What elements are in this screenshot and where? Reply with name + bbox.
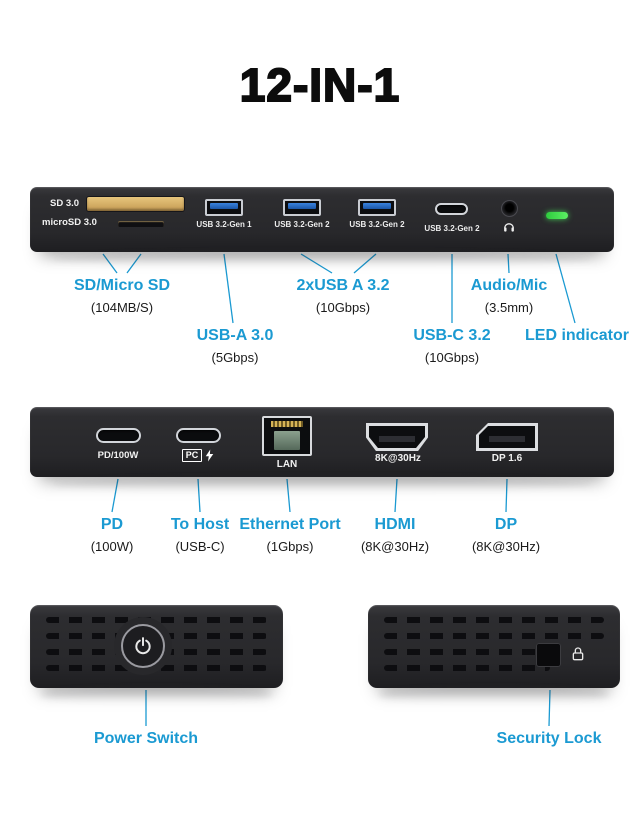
- dock-side-view-lock: [368, 605, 620, 688]
- vent-row: [384, 649, 550, 655]
- hdmi-port: [366, 423, 428, 451]
- callout-title: USB-C 3.2: [413, 327, 491, 344]
- callout-title: PD: [100, 516, 124, 533]
- vent-row: [46, 665, 267, 671]
- rj45-body: [274, 431, 300, 450]
- usb-c-port: [435, 203, 468, 215]
- callout-title: Power Switch: [93, 730, 199, 747]
- audio-jack: [501, 200, 518, 217]
- callout-title: HDMI: [374, 516, 416, 533]
- callout-title: Audio/Mic: [470, 277, 548, 294]
- microsd-slot-label: microSD 3.0: [42, 217, 97, 228]
- leader-line: [555, 253, 576, 324]
- dock-side-view-power: [30, 605, 283, 688]
- sd-slot-label: SD 3.0: [50, 198, 80, 209]
- dock-front-view: PD/100W PC LAN 8K@30Hz DP 1.6: [30, 407, 614, 477]
- displayport-inner: [479, 426, 535, 448]
- hdmi-inner: [369, 426, 425, 448]
- callout-audio-mic: Audio/Mic (3.5mm): [471, 277, 547, 315]
- pc-label: PC: [181, 449, 203, 462]
- rj45-pins: [271, 421, 303, 427]
- displayport-tongue: [489, 436, 525, 442]
- callout-title: SD/Micro SD: [73, 277, 171, 294]
- security-lock-slot: [536, 643, 561, 667]
- usb-a-port-1: [205, 199, 243, 216]
- power-switch-button: [121, 624, 165, 668]
- usb-c-pd-port: [96, 428, 141, 443]
- usb-c-port-label: USB 3.2-Gen 2: [424, 224, 480, 233]
- callout-title: USB-A 3.0: [196, 327, 274, 344]
- callout-sd-micro-sd: SD/Micro SD (104MB/S): [74, 277, 170, 315]
- callout-to-host: To Host (USB-C): [171, 516, 229, 554]
- usb-tongue: [210, 203, 238, 209]
- usb-tongue: [363, 203, 391, 209]
- dock-top-view: SD 3.0 microSD 3.0 USB 3.2-Gen 1 USB 3.2…: [30, 187, 614, 252]
- lock-icon: [572, 647, 584, 661]
- microsd-card-slot: [118, 221, 164, 227]
- callout-subtitle: (USB-C): [175, 539, 225, 554]
- headphone-icon: [504, 223, 514, 232]
- callout-pd: PD (100W): [91, 516, 134, 554]
- usb-tongue: [288, 203, 316, 209]
- usb-a-port-3-label: USB 3.2-Gen 2: [349, 220, 405, 229]
- usb-c-host-port: [176, 428, 221, 443]
- sd-card-slot: [87, 197, 184, 211]
- ethernet-port: [262, 416, 312, 456]
- callout-title: LED indicator: [524, 327, 630, 344]
- callout-subtitle: (8K@30Hz): [471, 539, 541, 554]
- vent-row: [384, 665, 550, 671]
- callout-2x-usb-a: 2xUSB A 3.2 (10Gbps): [296, 277, 389, 315]
- host-port-label-group: PC: [158, 449, 238, 462]
- callout-led-indicator: LED indicator: [525, 327, 629, 345]
- lan-port-label: LAN: [276, 459, 298, 470]
- hdmi-tongue: [379, 436, 415, 442]
- callout-hdmi: HDMI (8K@30Hz): [361, 516, 429, 554]
- power-icon: [135, 637, 151, 655]
- led-indicator: [546, 212, 568, 219]
- callout-subtitle: (10Gbps): [315, 300, 371, 315]
- dp-port-label: DP 1.6: [491, 453, 523, 464]
- callout-title: 2xUSB A 3.2: [296, 277, 390, 294]
- callout-title: Ethernet Port: [239, 516, 341, 533]
- hdmi-port-label: 8K@30Hz: [375, 453, 421, 464]
- callout-title: DP: [494, 516, 518, 533]
- usb-a-port-3: [358, 199, 396, 216]
- pd-port-label: PD/100W: [97, 450, 139, 461]
- vent-row: [384, 633, 604, 639]
- callout-subtitle: (10Gbps): [424, 350, 480, 365]
- callout-usb-c-32: USB-C 3.2 (10Gbps): [413, 327, 490, 365]
- callout-subtitle: (8K@30Hz): [360, 539, 430, 554]
- page-title: 12-IN-1: [239, 58, 401, 112]
- lightning-icon: [206, 449, 214, 462]
- vent-row: [384, 617, 604, 623]
- callout-usb-a-30: USB-A 3.0 (5Gbps): [197, 327, 274, 365]
- callout-power-switch: Power Switch: [94, 730, 198, 748]
- callout-subtitle: (3.5mm): [484, 300, 534, 315]
- usb-a-port-1-label: USB 3.2-Gen 1: [196, 220, 252, 229]
- callout-title: To Host: [170, 516, 230, 533]
- callout-security-lock: Security Lock: [497, 730, 602, 748]
- callout-subtitle: (1Gbps): [266, 539, 314, 554]
- vent-row: [46, 617, 267, 623]
- callout-title: Security Lock: [496, 730, 602, 747]
- callout-subtitle: (5Gbps): [211, 350, 259, 365]
- callout-subtitle: (104MB/S): [90, 300, 154, 315]
- callout-ethernet-port: Ethernet Port (1Gbps): [239, 516, 340, 554]
- callout-subtitle: (100W): [90, 539, 134, 554]
- callout-dp: DP (8K@30Hz): [472, 516, 540, 554]
- displayport-port: [476, 423, 538, 451]
- usb-a-port-2: [283, 199, 321, 216]
- usb-a-port-2-label: USB 3.2-Gen 2: [274, 220, 330, 229]
